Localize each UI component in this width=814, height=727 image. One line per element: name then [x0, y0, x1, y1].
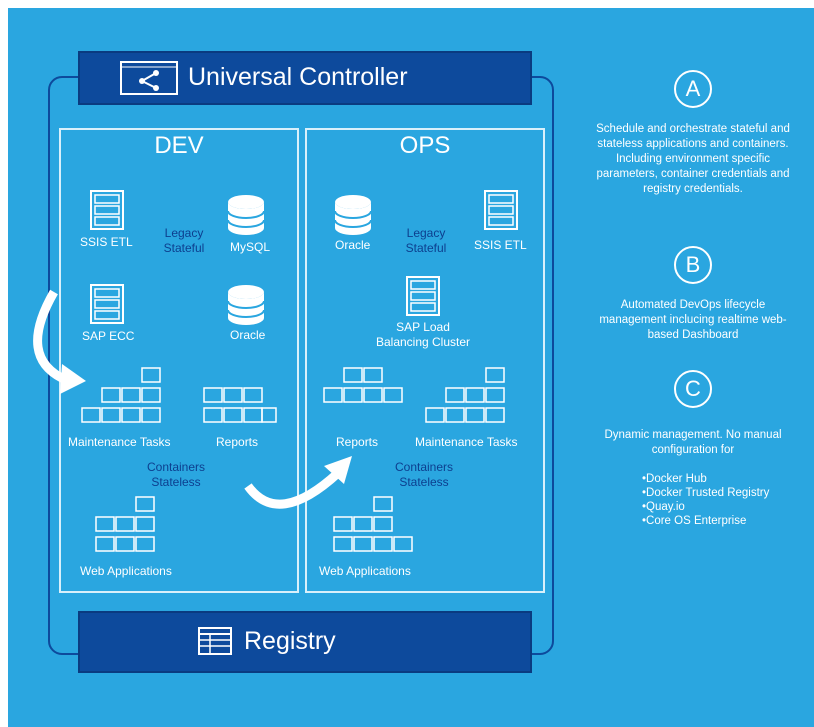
- ops-title: OPS: [399, 132, 451, 159]
- dev-mysql-label: MySQL: [230, 240, 271, 254]
- server-icon: [484, 190, 518, 230]
- circle-b: B: [674, 246, 712, 284]
- dev-containers-text: Containers: [146, 460, 206, 474]
- curved-arrow-icon: [33, 289, 352, 509]
- controller-title: Universal Controller: [188, 63, 408, 91]
- dev-oracle-label: Oracle: [230, 328, 266, 342]
- ops-sap-line2: Balancing Cluster: [375, 335, 471, 349]
- diagram-canvas: Universal Controller Registry DEV OPS SS…: [8, 8, 814, 727]
- dev-stateful-text: Stateful: [163, 241, 205, 255]
- dev-maintenance-label: Maintenance Tasks: [68, 435, 171, 449]
- dev-title: DEV: [154, 132, 204, 159]
- ops-maintenance-label: Maintenance Tasks: [415, 435, 518, 449]
- ops-legacy-label: Legacy Stateful: [396, 226, 456, 256]
- containers-icon: [333, 496, 413, 552]
- containers-icon: [81, 367, 161, 423]
- ops-stateless-text: Stateless: [399, 475, 449, 489]
- dev-legacy-label: Legacy Stateful: [154, 226, 214, 256]
- ops-legacy-text: Legacy: [406, 226, 446, 240]
- list-item: Docker Hub: [642, 472, 769, 486]
- ops-containers-text: Containers: [394, 460, 454, 474]
- ops-reports-label: Reports: [336, 435, 379, 449]
- network-window-icon: [120, 61, 178, 95]
- ops-web-label: Web Applications: [319, 564, 411, 578]
- database-icon: [227, 285, 265, 325]
- server-icon: [406, 276, 440, 316]
- dev-stateless-text: Stateless: [151, 475, 201, 489]
- dev-web-label: Web Applications: [80, 564, 172, 578]
- circle-a: A: [674, 70, 712, 108]
- circle-c: C: [674, 370, 712, 408]
- list-item: Core OS Enterprise: [642, 514, 769, 528]
- containers-icon: [425, 367, 505, 423]
- grid-table-icon: [198, 627, 232, 655]
- registry-bar: Registry: [78, 611, 532, 673]
- dev-legacy-text: Legacy: [164, 226, 204, 240]
- desc-a: Schedule and orchestrate stateful and st…: [596, 123, 790, 195]
- server-icon: [90, 190, 124, 230]
- list-item: Quay.io: [642, 500, 769, 514]
- dev-environment: DEV: [59, 128, 299, 593]
- ops-containers-label: Containers Stateless: [384, 460, 464, 490]
- registry-list: Docker Hub Docker Trusted Registry Quay.…: [642, 472, 769, 528]
- universal-controller-bar: Universal Controller: [78, 51, 532, 105]
- ops-oracle-label: Oracle: [335, 238, 371, 252]
- database-icon: [334, 195, 372, 235]
- database-icon: [227, 195, 265, 235]
- dev-sap-label: SAP ECC: [82, 329, 135, 343]
- ops-ssis-label: SSIS ETL: [474, 238, 527, 252]
- dev-ssis-label: SSIS ETL: [80, 235, 133, 249]
- dev-containers-label: Containers Stateless: [136, 460, 216, 490]
- desc-c: Dynamic management. No manual configurat…: [604, 429, 782, 456]
- registry-title: Registry: [244, 627, 336, 655]
- ops-sap-line1: SAP Load: [396, 320, 450, 334]
- ops-stateful-text: Stateful: [405, 241, 447, 255]
- desc-b: Automated DevOps lifecycle management in…: [599, 299, 787, 341]
- containers-icon: [323, 367, 403, 403]
- containers-icon: [95, 496, 155, 552]
- list-item: Docker Trusted Registry: [642, 486, 769, 500]
- containers-icon: [203, 387, 277, 423]
- server-icon: [90, 284, 124, 324]
- dev-reports-label: Reports: [216, 435, 259, 449]
- ops-environment: OPS: [305, 128, 545, 593]
- ops-sap-label: SAP Load Balancing Cluster: [368, 320, 478, 350]
